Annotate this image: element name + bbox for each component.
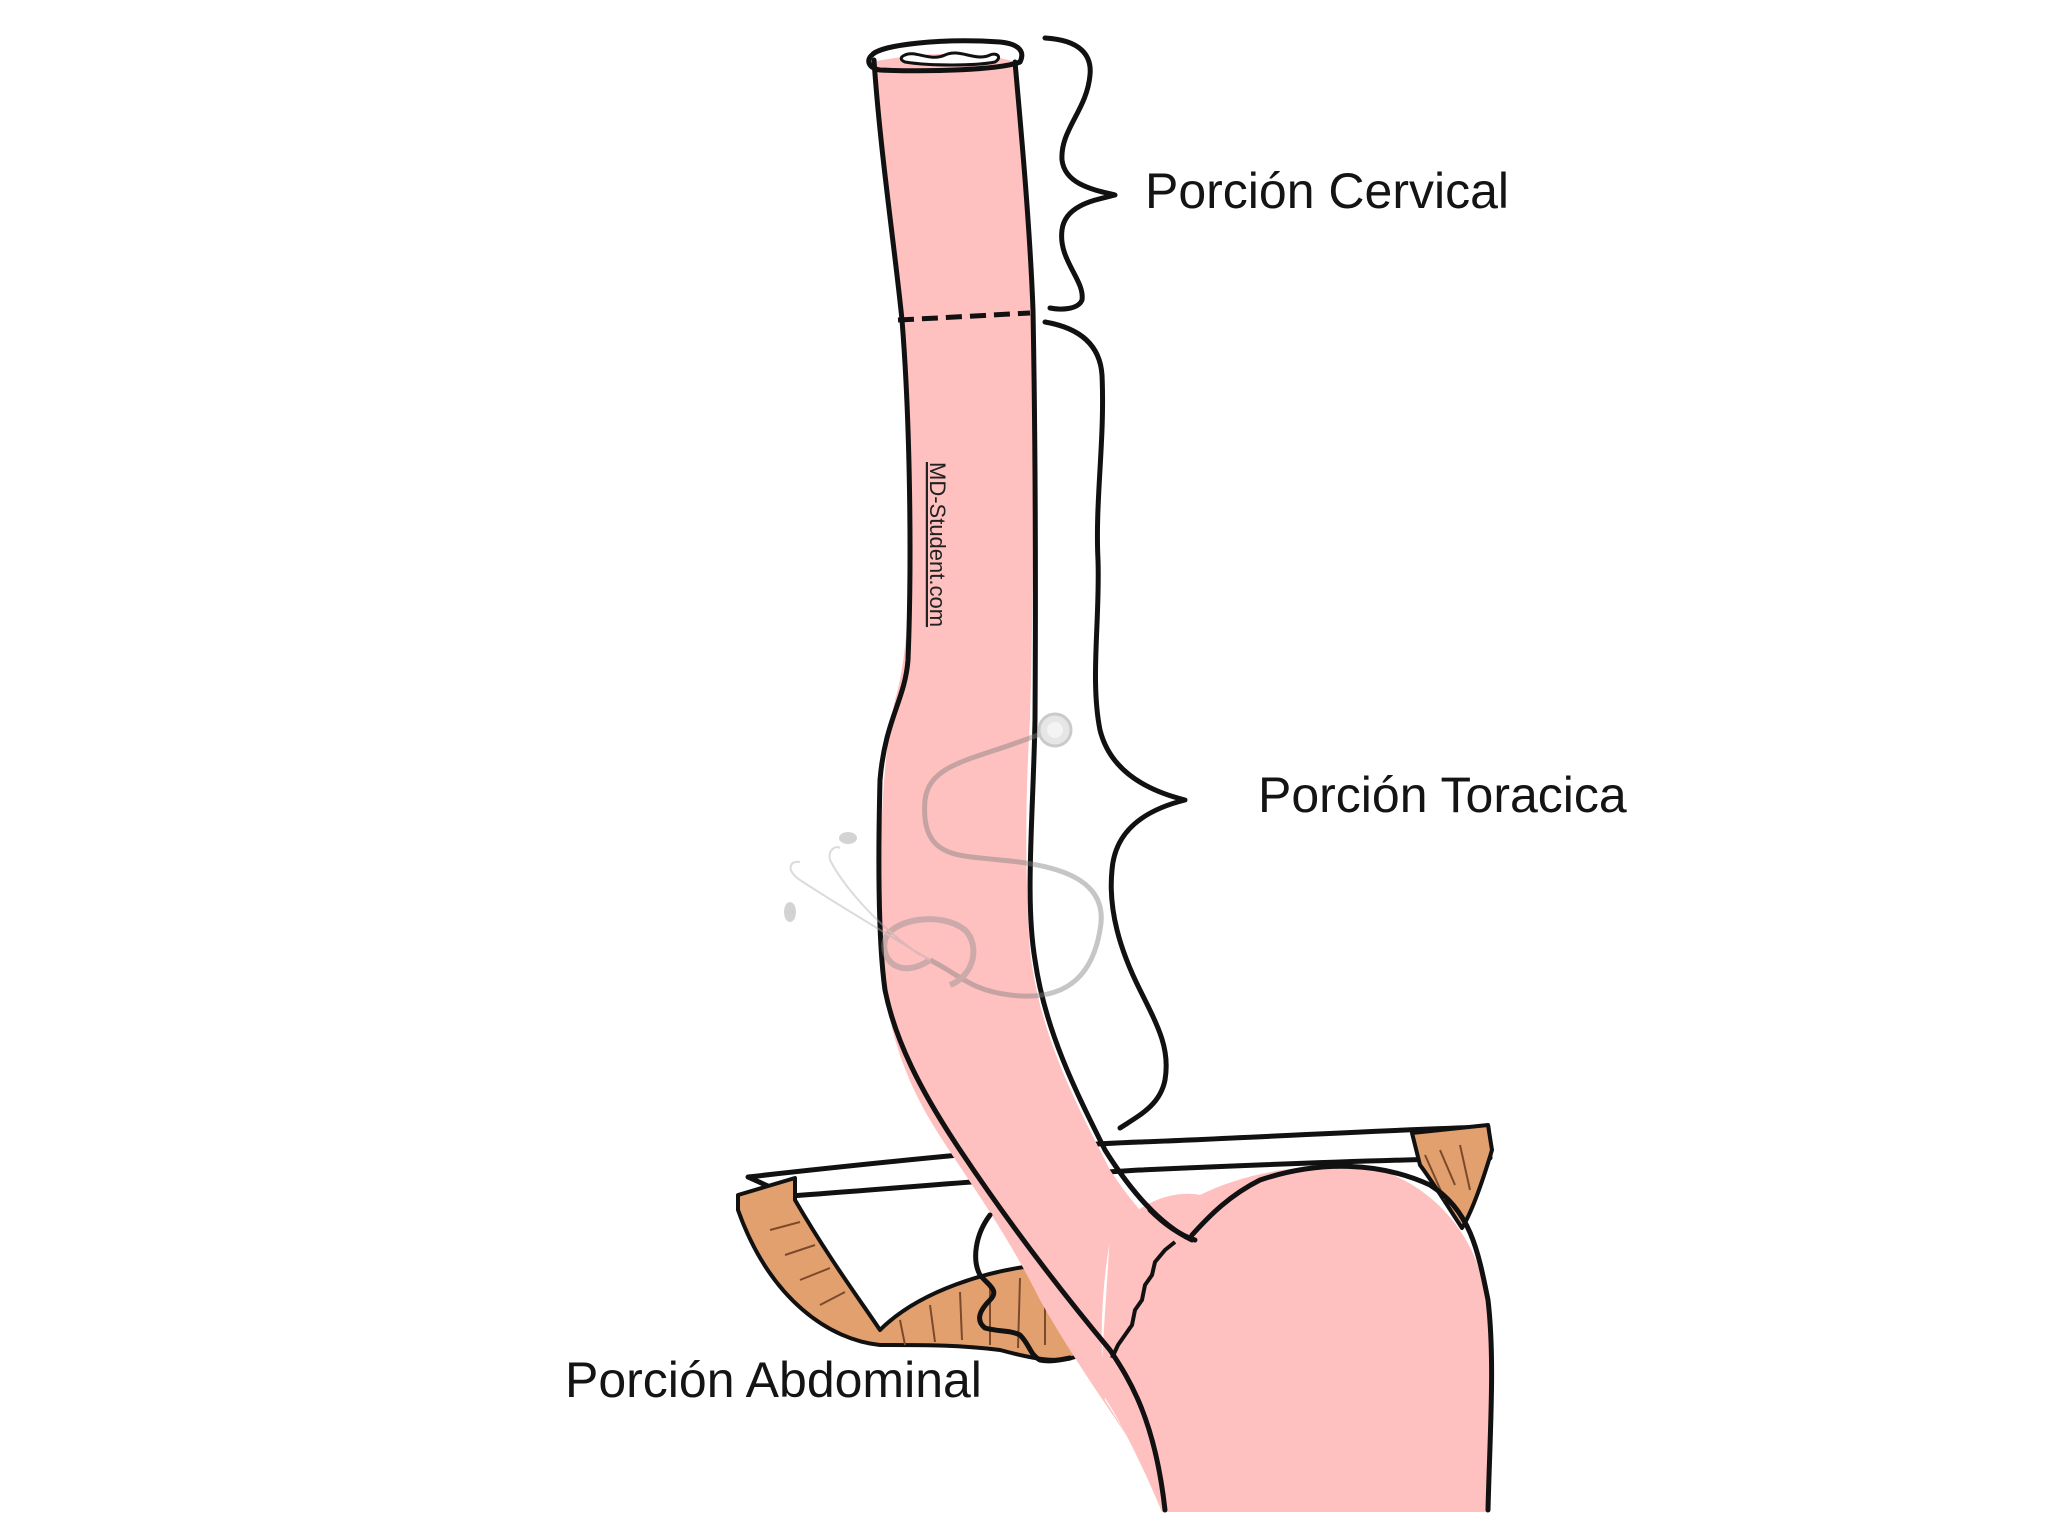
esophagus-body	[872, 53, 1175, 1512]
label-abdominal: Porción Abdominal	[565, 1352, 982, 1408]
cervical-thoracic-boundary	[897, 310, 1031, 323]
watermark-text: MD-Student.com	[925, 462, 950, 627]
esophagus-top-opening	[866, 38, 1025, 74]
label-cervical: Porción Cervical	[1145, 163, 1509, 219]
diaphragm-fibers	[769, 1144, 1471, 1349]
stethoscope-icon	[784, 712, 1104, 999]
esophagus-right-wall	[1012, 59, 1195, 1243]
thoracic-brace	[1042, 319, 1188, 1131]
stomach	[1100, 1166, 1492, 1512]
gastroesophageal-junction	[1110, 1240, 1177, 1359]
stomach-outline	[1189, 1163, 1495, 1513]
esophagus-left-wall	[871, 57, 1168, 1513]
label-thoracic: Porción Toracica	[1258, 767, 1627, 823]
cervical-brace	[1042, 35, 1118, 312]
cardia-notch	[1147, 1207, 1198, 1243]
abdominal-brace	[973, 1212, 1073, 1364]
